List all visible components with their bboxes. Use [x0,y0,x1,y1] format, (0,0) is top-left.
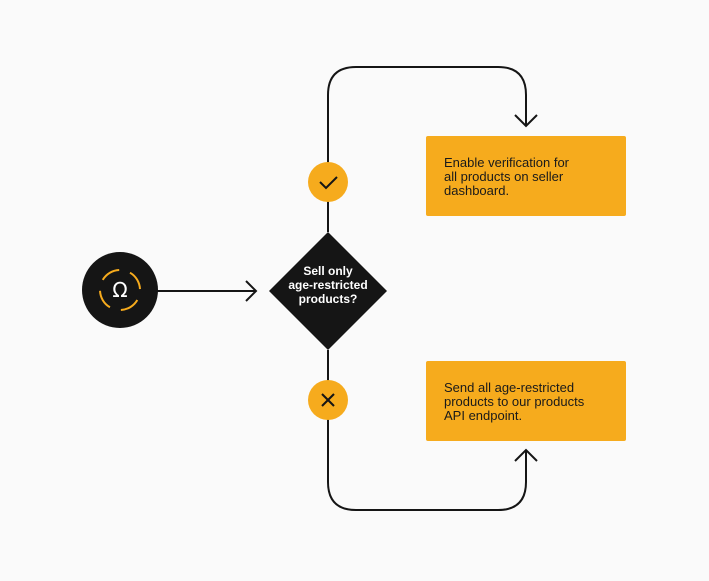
no-outcome-box: Send all age-restricted products to our … [426,361,626,441]
connector-decision-to-yes [327,66,538,232]
connector-start-to-decision [157,280,258,302]
omega-icon: Ω [99,269,141,311]
decision-diamond [269,232,387,350]
start-node: Ω [82,252,158,328]
yes-branch-marker [308,162,348,202]
checkmark-icon [319,176,338,190]
decision-label: Sell only age-restricted products? [288,264,368,306]
no-branch-marker [308,380,348,420]
connector-decision-to-no [327,350,538,511]
yes-outcome-box: Enable verification for all products on … [426,136,626,216]
close-x-icon [321,393,335,407]
svg-text:Ω: Ω [112,278,127,302]
